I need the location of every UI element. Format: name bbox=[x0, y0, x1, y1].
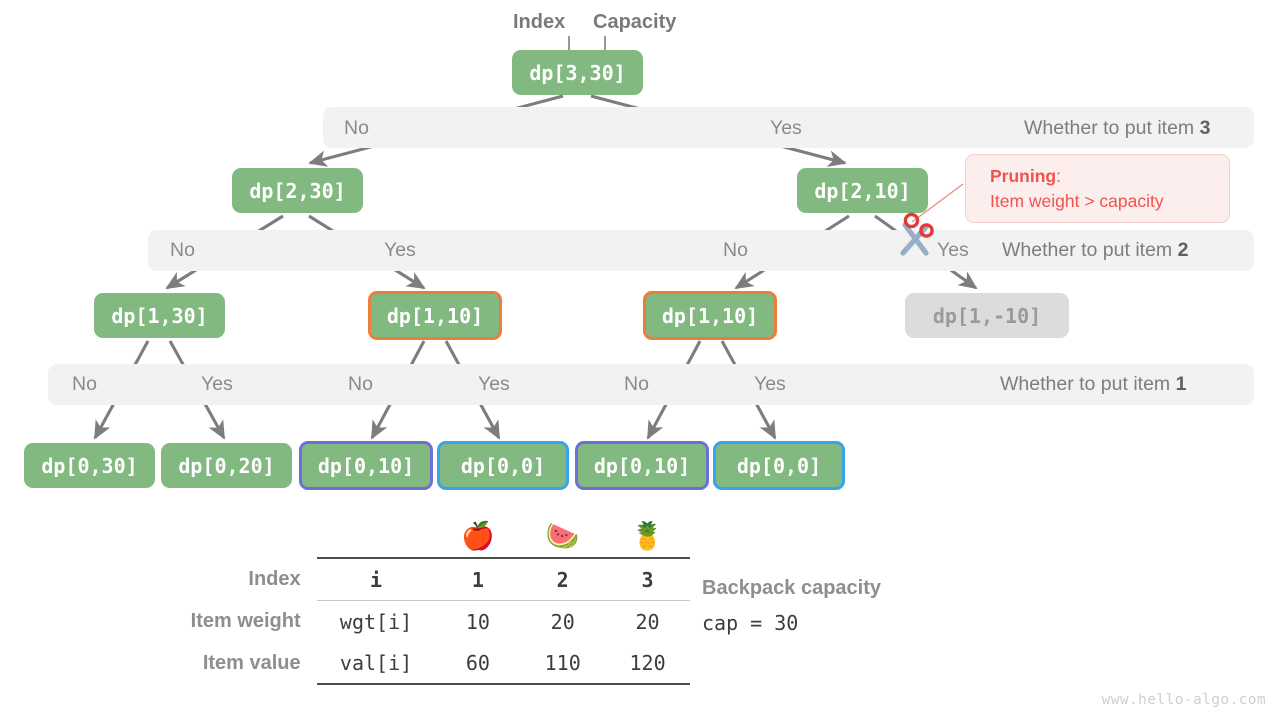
level3-question: Whether to put item 1 bbox=[1000, 373, 1187, 395]
tree-node-dp-0-0-right[interactable]: dp[0,0] bbox=[713, 441, 845, 490]
level3-choice-yes-1: Yes bbox=[201, 373, 233, 395]
capacity-header-label: Capacity bbox=[593, 11, 677, 33]
tree-node-dp-1-minus-10[interactable]: dp[1,-10] bbox=[905, 293, 1069, 338]
level-bar-item-2 bbox=[148, 230, 1254, 271]
level2-question-prefix: Whether to put item bbox=[1002, 239, 1178, 261]
level1-question-item: 3 bbox=[1199, 117, 1211, 139]
level2-choice-no-2: No bbox=[723, 239, 748, 261]
items-table: 🍎 🍉 🍍 Index i 1 2 3 Item weight wgt[i] 1… bbox=[130, 516, 690, 696]
capacity-note-title: Backpack capacity bbox=[702, 577, 882, 599]
backpack-capacity-note: Backpack capacity cap = 30 bbox=[702, 578, 881, 633]
tree-node-dp-0-20[interactable]: dp[0,20] bbox=[161, 443, 292, 488]
level-bar-item-3 bbox=[323, 107, 1254, 148]
level1-question: Whether to put item 3 bbox=[1024, 117, 1211, 139]
tree-node-dp-3-30[interactable]: dp[3,30] bbox=[512, 50, 643, 95]
level2-choice-no-1: No bbox=[170, 239, 195, 261]
scissors-icon bbox=[900, 212, 934, 256]
pruning-title-line: Pruning: bbox=[990, 164, 1229, 189]
pruning-title: Pruning bbox=[990, 166, 1057, 186]
value-value-2: 110 bbox=[520, 642, 606, 685]
tree-node-dp-0-30[interactable]: dp[0,30] bbox=[24, 443, 155, 488]
row-label-weight: Item weight bbox=[190, 609, 301, 632]
level3-question-prefix: Whether to put item bbox=[1000, 373, 1176, 395]
level3-choice-yes-3: Yes bbox=[754, 373, 786, 395]
row-key-index: i bbox=[316, 557, 436, 601]
emoji-row-spacer bbox=[130, 516, 317, 558]
row-key-weight: wgt[i] bbox=[316, 600, 436, 642]
row-key-value: val[i] bbox=[316, 642, 436, 685]
level3-question-item: 1 bbox=[1175, 373, 1187, 395]
tree-node-dp-1-10-left[interactable]: dp[1,10] bbox=[368, 291, 502, 340]
level2-choice-yes-1: Yes bbox=[384, 239, 416, 261]
emoji-key-spacer bbox=[317, 516, 436, 558]
watermark: www.hello-algo.com bbox=[1101, 692, 1266, 708]
level2-question: Whether to put item 2 bbox=[1002, 239, 1189, 261]
apple-icon: 🍎 bbox=[461, 520, 495, 552]
value-value-3: 120 bbox=[605, 642, 690, 685]
tree-node-dp-0-10-left[interactable]: dp[0,10] bbox=[299, 441, 433, 490]
index-value-1: 1 bbox=[435, 557, 521, 601]
tree-node-dp-2-10[interactable]: dp[2,10] bbox=[797, 168, 928, 213]
pruning-reason: Item weight > capacity bbox=[990, 191, 1164, 211]
tree-node-dp-0-0-left[interactable]: dp[0,0] bbox=[437, 441, 569, 490]
index-header-label: Index bbox=[513, 11, 566, 33]
table-row-value: Item value val[i] 60 110 120 bbox=[130, 642, 690, 685]
tree-node-dp-1-10-right[interactable]: dp[1,10] bbox=[643, 291, 777, 340]
level3-choice-no-2: No bbox=[348, 373, 373, 395]
tree-node-dp-1-30[interactable]: dp[1,30] bbox=[94, 293, 225, 338]
index-value-3: 3 bbox=[605, 557, 690, 601]
pruning-title-suffix: : bbox=[1056, 166, 1061, 186]
level2-question-item: 2 bbox=[1177, 239, 1189, 261]
level3-choice-no-1: No bbox=[72, 373, 97, 395]
tree-node-dp-0-10-right[interactable]: dp[0,10] bbox=[575, 441, 709, 490]
tree-node-dp-2-30[interactable]: dp[2,30] bbox=[232, 168, 363, 213]
index-value-2: 2 bbox=[520, 557, 606, 601]
value-value-1: 60 bbox=[435, 642, 521, 685]
level1-choice-yes: Yes bbox=[770, 117, 802, 139]
level2-choice-yes-2: Yes bbox=[937, 239, 969, 261]
weight-value-3: 20 bbox=[605, 600, 690, 642]
row-label-value: Item value bbox=[202, 651, 301, 674]
level1-choice-no: No bbox=[344, 117, 369, 139]
level-bar-item-1 bbox=[48, 364, 1254, 405]
level1-question-prefix: Whether to put item bbox=[1024, 117, 1200, 139]
pruning-callout: Pruning: Item weight > capacity bbox=[965, 154, 1230, 223]
table-row-weight: Item weight wgt[i] 10 20 20 bbox=[130, 600, 690, 642]
capacity-note-value: cap = 30 bbox=[702, 611, 799, 635]
watermelon-icon: 🍉 bbox=[545, 520, 580, 552]
table-row-index: Index i 1 2 3 bbox=[130, 557, 690, 601]
header-tick-lines bbox=[568, 36, 606, 52]
table-emoji-row: 🍎 🍉 🍍 bbox=[130, 516, 690, 558]
row-label-index: Index bbox=[248, 567, 301, 590]
weight-value-1: 10 bbox=[435, 600, 521, 642]
level3-choice-yes-2: Yes bbox=[478, 373, 510, 395]
pineapple-icon: 🍍 bbox=[630, 520, 665, 552]
weight-value-2: 20 bbox=[520, 600, 606, 642]
level3-choice-no-3: No bbox=[624, 373, 649, 395]
